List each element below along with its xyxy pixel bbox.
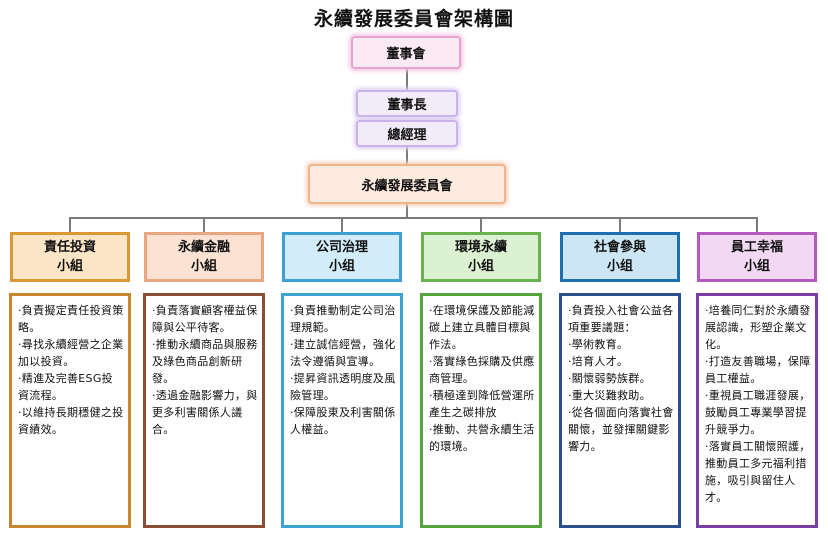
desc-item: ‧負責投入社會公益各項重要議題： — [568, 304, 674, 334]
team-corporate-governance: 公司治理 小组 — [282, 232, 402, 282]
connector-team-3 — [480, 217, 482, 232]
connector-team-2 — [341, 217, 343, 232]
connector-team-1 — [203, 217, 205, 232]
chairman-node: 董事長 — [356, 90, 458, 117]
desc-item: ‧負責擬定責任投資策略。 — [18, 304, 124, 334]
desc-item: ‧負責落實顧客權益保障與公平待客。 — [152, 304, 258, 334]
team-name: 員工幸福 — [730, 240, 783, 255]
connector-gm-committee — [406, 147, 408, 164]
team-unit: 小組 — [56, 259, 83, 274]
desc-item: ‧在環境保護及節能減碳上建立具體目標與作法。 — [429, 304, 535, 351]
desc-corporate-governance: ‧負責推動制定公司治理規範。 ‧建立誠信經營，強化法令遵循與宣導。 ‧提昇資訊透… — [281, 293, 403, 528]
general-manager-node: 總經理 — [356, 120, 458, 147]
team-environmental-sustainability: 環境永續 小组 — [421, 232, 541, 282]
connector-board-chairman — [406, 69, 408, 90]
desc-item: ‧學術教育。 — [568, 338, 629, 351]
desc-responsible-investment: ‧負責擬定責任投資策略。 ‧尋找永續經營之企業加以投資。 ‧精進及完善ESG投資… — [9, 293, 131, 528]
team-name: 責任投資 — [43, 240, 96, 255]
connector-committee-bus — [406, 204, 408, 218]
team-name: 永續金融 — [177, 240, 230, 255]
desc-item: ‧落實員工關懷照護，推動員工多元福利措施，吸引與留住人才。 — [705, 440, 811, 504]
connector-team-4 — [619, 217, 621, 232]
desc-item: ‧建立誠信經營，強化法令遵循與宣導。 — [290, 338, 396, 368]
desc-environmental-sustainability: ‧在環境保護及節能減碳上建立具體目標與作法。 ‧落實綠色採購及供應商管理。 ‧積… — [420, 293, 542, 528]
connector-team-0 — [69, 217, 71, 232]
team-unit: 小组 — [743, 259, 770, 274]
team-unit: 小组 — [606, 259, 633, 274]
desc-item: ‧培養同仁對於永續發展認識，形塑企業文化。 — [705, 304, 811, 351]
desc-item: ‧關懷弱勢族群。 — [568, 372, 651, 385]
board-node: 董事會 — [351, 36, 461, 69]
team-unit: 小組 — [190, 259, 217, 274]
desc-item: ‧重視員工職涯發展，鼓勵員工專業學習提升競爭力。 — [705, 389, 811, 436]
desc-item: ‧提昇資訊透明度及風險管理。 — [290, 372, 396, 402]
desc-item: ‧以維持長期穩健之投資績效。 — [18, 406, 124, 436]
connector-horizontal-bus — [69, 217, 758, 219]
team-sustainable-finance: 永續金融 小組 — [144, 232, 264, 282]
desc-sustainable-finance: ‧負責落實顧客權益保障與公平待客。 ‧推動永續商品與服務及綠色商品創新研發。 ‧… — [143, 293, 265, 528]
desc-item: ‧推動永續商品與服務及綠色商品創新研發。 — [152, 338, 258, 385]
desc-item: ‧落實綠色採購及供應商管理。 — [429, 355, 535, 385]
desc-item: ‧培育人才。 — [568, 355, 629, 368]
chart-title: 永續發展委員會架構圖 — [313, 8, 514, 30]
team-responsible-investment: 責任投資 小組 — [10, 232, 130, 282]
desc-item: ‧從各個面向落實社會關懷，並發揮關鍵影響力。 — [568, 406, 674, 453]
team-social-participation: 社會參與 小组 — [560, 232, 680, 282]
desc-social-participation: ‧負責投入社會公益各項重要議題： ‧學術教育。 ‧培育人才。 ‧關懷弱勢族群。 … — [559, 293, 681, 528]
desc-item: ‧推動、共營永續生活的環境。 — [429, 423, 535, 453]
team-employee-wellbeing: 員工幸福 小组 — [697, 232, 817, 282]
desc-employee-wellbeing: ‧培養同仁對於永續發展認識，形塑企業文化。 ‧打造友善職場，保障員工權益。 ‧重… — [696, 293, 818, 528]
desc-item: ‧打造友善職場，保障員工權益。 — [705, 355, 811, 385]
desc-item: ‧精進及完善ESG投資流程。 — [18, 372, 113, 402]
team-name: 環境永續 — [454, 240, 507, 255]
connector-team-5 — [756, 217, 758, 232]
desc-item: ‧積極達到降低營運所產生之碳排放 — [429, 389, 535, 419]
team-name: 社會參與 — [593, 240, 646, 255]
desc-item: ‧透過金融影響力，與更多利害關係人議合。 — [152, 389, 258, 436]
desc-item: ‧尋找永續經營之企業加以投資。 — [18, 338, 124, 368]
committee-node: 永續發展委員會 — [308, 164, 506, 204]
desc-item: ‧負責推動制定公司治理規範。 — [290, 304, 396, 334]
team-unit: 小组 — [328, 259, 355, 274]
desc-item: ‧重大災難救助。 — [568, 389, 651, 402]
team-name: 公司治理 — [315, 240, 368, 255]
team-unit: 小组 — [467, 259, 494, 274]
desc-item: ‧保障股東及利害關係人權益。 — [290, 406, 396, 436]
